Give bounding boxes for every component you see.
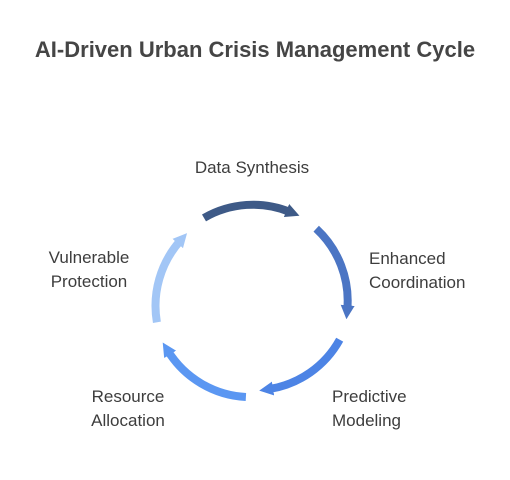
cycle-arrow-resource-allocation (162, 342, 247, 401)
node-label-line: Predictive (332, 387, 407, 406)
node-label-line: Protection (50, 272, 128, 291)
cycle-arrow-vulnerable-protection (151, 233, 188, 323)
node-label-predictive-modeling: Predictive Modeling (332, 385, 407, 433)
cycle-arrow-data-synthesis (201, 200, 300, 222)
node-label-resource-allocation: Resource Allocation (68, 385, 188, 433)
node-label-line: Resource (91, 387, 165, 406)
node-label-line: Coordination (369, 273, 466, 292)
cycle-arrow-predictive-modeling (259, 337, 344, 396)
node-label-line: Modeling (332, 411, 401, 430)
node-label-vulnerable-protection: Vulnerable Protection (29, 246, 149, 294)
diagram-title: AI-Driven Urban Crisis Management Cycle (34, 37, 476, 62)
node-label-enhanced-coordination: Enhanced Coordination (369, 247, 465, 295)
node-label-data-synthesis: Data Synthesis (152, 156, 352, 180)
node-label-line: Vulnerable (48, 248, 130, 267)
node-label-line: Allocation (91, 411, 165, 430)
cycle-arrow-enhanced-coordination (313, 225, 355, 320)
node-label-line: Data Synthesis (194, 158, 310, 177)
node-label-line: Enhanced (369, 249, 446, 268)
